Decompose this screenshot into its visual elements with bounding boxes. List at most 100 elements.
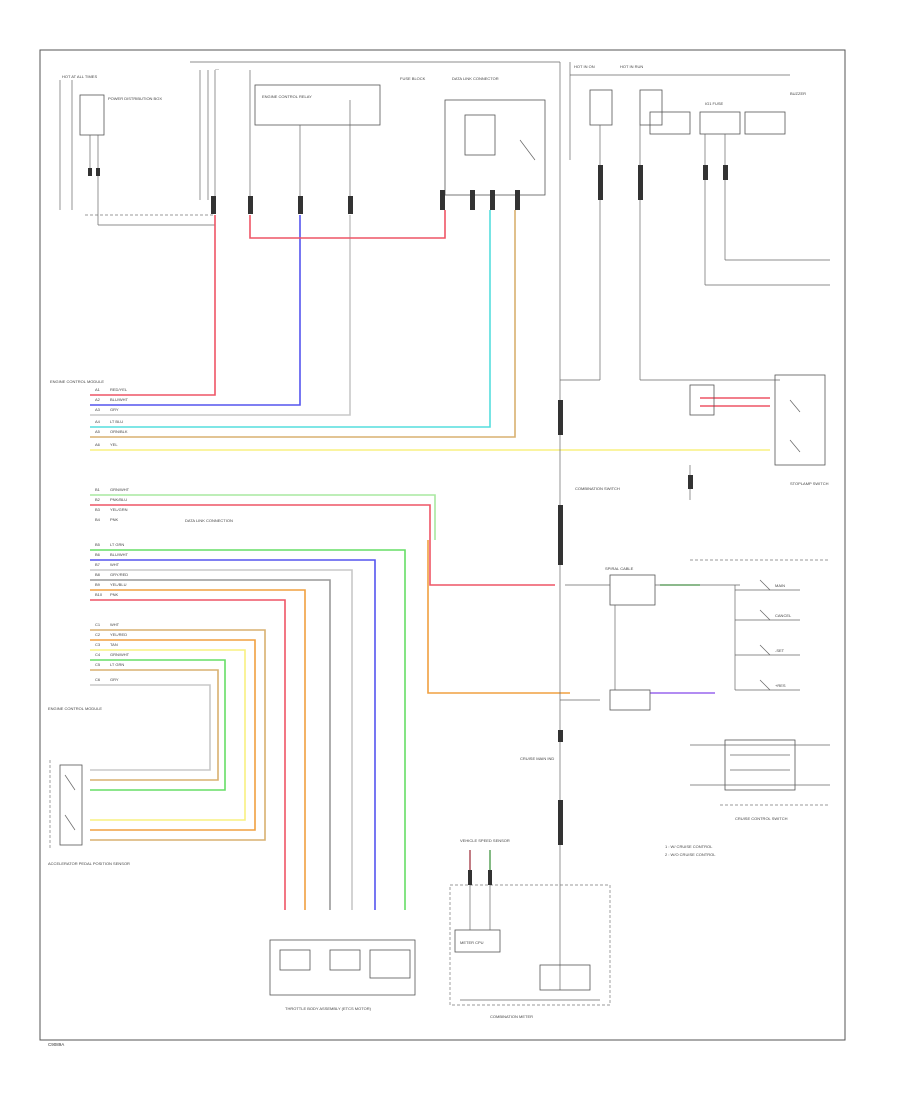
label-speed-sensor: VEHICLE SPEED SENSOR	[460, 838, 510, 843]
wire-c2	[90, 639, 256, 831]
mid-pin-label-B7: WHT	[110, 562, 120, 567]
label-spiral-cable: SPIRAL CABLE	[605, 566, 634, 571]
wire-gry-red	[90, 579, 331, 910]
label-hot-in-on: HOT IN ON	[574, 64, 595, 69]
low-pin-C5: C5	[95, 662, 101, 667]
ecm-pin-A5: A5	[95, 429, 101, 434]
wire-blu-wht-2	[90, 559, 376, 910]
ecm-pin-label-A5: ORN/BLK	[110, 429, 128, 434]
mid-pin-B10: B10	[95, 592, 103, 597]
stoplamp-switch-group: STOPLAMP SWITCH	[688, 374, 829, 500]
label-cruise-main: CRUISE MAIN IND	[520, 756, 554, 761]
label-hot-in-run: HOT IN RUN	[620, 64, 643, 69]
throttle-body-group: THROTTLE BODY ASSEMBLY (ETCS MOTOR)	[269, 939, 416, 1011]
mid-pin-label-B3: YEL/GRN	[110, 507, 128, 512]
label-gauge-ecu: METER CPU	[460, 940, 484, 945]
label-stoplamp-switch: STOPLAMP SWITCH	[790, 481, 829, 486]
top-left-power-group: HOT AT ALL TIMES POWER DISTRIBUTION BOX	[59, 74, 215, 226]
mid-pin-B7: B7	[95, 562, 101, 567]
mid-pin-label-B2: PNK/BLU	[110, 497, 127, 502]
low-pin-label-C1: WHT	[110, 622, 120, 627]
wire-wht	[90, 569, 353, 910]
ecm-pin-label-A2: BLU/WHT	[110, 397, 129, 402]
label-accel-sensor: ACCELERATOR PEDAL POSITION SENSOR	[48, 861, 130, 866]
wire-c3	[90, 649, 246, 821]
ecm-pin-label-A1: RED/YEL	[110, 387, 128, 392]
low-pin-label-C2: YEL/RED	[110, 632, 127, 637]
mid-pin-B5: B5	[95, 542, 101, 547]
mid-pin-label-B1: GRN/WHT	[110, 487, 130, 492]
mid-pin-label-B10: PNK	[110, 592, 119, 597]
label-res: +RES	[775, 683, 786, 688]
mid-pin-B4: B4	[95, 517, 101, 522]
ecm-block-title: ENGINE CONTROL MODULE	[50, 379, 104, 384]
mid-pin-label-B9: YEL/BLU	[110, 582, 127, 587]
low-pin-label-C5: LT GRN	[110, 662, 124, 667]
label-combination-meter: COMBINATION METER	[490, 1014, 533, 1019]
ecm-pin-A3: A3	[95, 407, 101, 412]
wire-lt-grn	[90, 549, 406, 910]
label-buzzer: BUZZER	[790, 91, 806, 96]
cruise-switch-group: CRUISE CONTROL SWITCH 1 : W/ CRUISE CONT…	[665, 739, 830, 857]
label-cruise-switch: CRUISE CONTROL SWITCH	[735, 816, 788, 821]
top-right-power-group: HOT IN ON HOT IN RUN BUZZER IG1 FUSE	[559, 62, 830, 381]
label-dlc: DATA LINK CONNECTOR	[452, 76, 499, 81]
wire-orn-blk	[90, 210, 516, 438]
mid-pin-B2: B2	[95, 497, 101, 502]
wire-red-yel	[90, 215, 216, 396]
ecm-pin-A4: A4	[95, 419, 101, 424]
combination-switch-group: COMBINATION SWITCH SPIRAL CABLE MAIN CAN…	[520, 380, 830, 990]
ecm-pin-label-A3: GRY	[110, 407, 119, 412]
wire-red-loop	[249, 210, 446, 239]
low-pin-C6: C6	[95, 677, 101, 682]
mid-side-note: DATA LINK CONNECTION	[185, 518, 233, 523]
engine-relay-group: — ENGINE CONTROL RELAY FUSE BLOCK	[190, 61, 560, 214]
label-main: MAIN	[775, 583, 785, 588]
wire-c1	[90, 629, 266, 841]
label-set: -SET	[775, 648, 785, 653]
label-combination-switch: COMBINATION SWITCH	[575, 486, 620, 491]
ecm-pin-label-A6: YEL	[110, 442, 118, 447]
label-hot-at-all: HOT AT ALL TIMES	[62, 74, 97, 79]
footer-code: C9089A	[48, 1042, 64, 1047]
ecm-pin-A6: A6	[95, 442, 101, 447]
wire-pnk-blu	[90, 504, 555, 586]
diagram-frame	[39, 49, 846, 1041]
colored-wire-group	[90, 210, 770, 910]
wire-c4	[90, 659, 226, 791]
accel-sensor-group: ENGINE CONTROL MODULE ACCELERATOR PEDAL …	[48, 706, 130, 866]
wire-gry	[90, 215, 351, 416]
label-ecm-left: ENGINE CONTROL MODULE	[48, 706, 102, 711]
wire-yel-blu	[90, 589, 306, 910]
low-pin-label-C3: TAN	[110, 642, 118, 647]
label-legend-1: 1 : W/ CRUISE CONTROL	[665, 844, 713, 849]
mid-pin-B8: B8	[95, 572, 101, 577]
wire-c5	[90, 669, 219, 781]
ecm-pin-A1: A1	[95, 387, 101, 392]
low-pin-C4: C4	[95, 652, 101, 657]
mid-pin-label-B6: BLU/WHT	[110, 552, 129, 557]
wire-blu-wht	[90, 215, 301, 406]
wire-lt-blu	[90, 210, 491, 428]
mid-pin-label-B4: PNK	[110, 517, 119, 522]
label-fuse-box: FUSE BLOCK	[400, 76, 426, 81]
ecm-pin-label-A4: LT BLU	[110, 419, 123, 424]
mid-pin-B3: B3	[95, 507, 101, 512]
mid-pin-B9: B9	[95, 582, 101, 587]
label-throttle-body: THROTTLE BODY ASSEMBLY (ETCS MOTOR)	[285, 1006, 372, 1011]
svg-text:—: —	[215, 66, 219, 71]
label-engine-relay: ENGINE CONTROL RELAY	[262, 94, 312, 99]
label-cancel: CANCEL	[775, 613, 792, 618]
combination-meter-group: METER CPU VEHICLE SPEED SENSOR COMBINATI…	[449, 838, 611, 1019]
mid-pin-label-B5: LT GRN	[110, 542, 124, 547]
low-pin-label-C4: GRN/WHT	[110, 652, 130, 657]
ecm-pin-A2: A2	[95, 397, 101, 402]
wire-orn-meter	[427, 540, 570, 694]
dlc-top-group: DATA LINK CONNECTOR	[440, 76, 546, 210]
mid-pin-B1: B1	[95, 487, 101, 492]
low-pin-label-C6: GRY	[110, 677, 119, 682]
wire-c6	[90, 684, 211, 771]
